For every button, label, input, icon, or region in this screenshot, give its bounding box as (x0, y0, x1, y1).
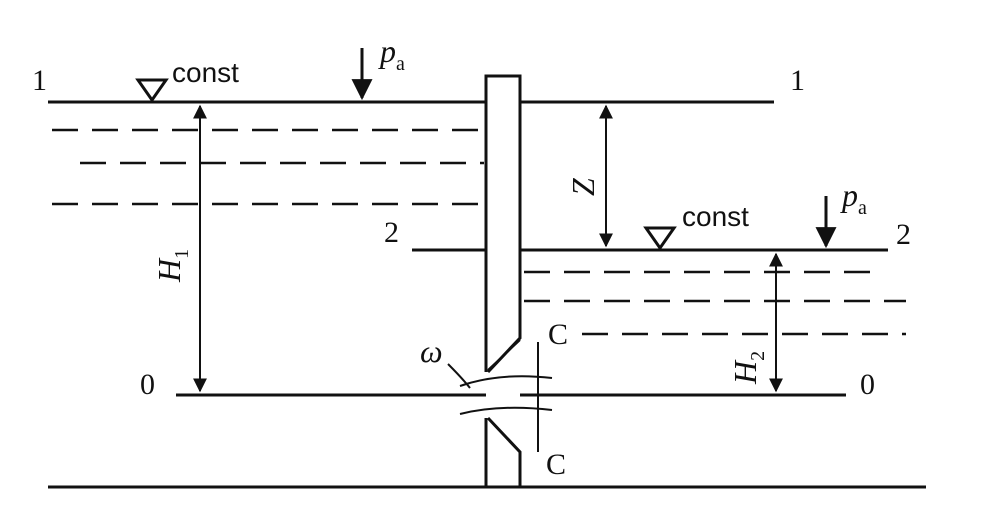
level-0-left: 0 (140, 368, 155, 401)
h1-label: H1 (151, 249, 193, 283)
left-free-surface-icon (135, 78, 169, 103)
z-label: Z (565, 177, 601, 196)
level-2-right: 2 (896, 218, 911, 251)
level-1-left: 1 (32, 64, 47, 97)
right-free-surface-icon (643, 226, 677, 251)
level-2-left: 2 (384, 216, 399, 249)
left-pa-label: pa (378, 33, 405, 75)
right-const-label: const (682, 201, 749, 232)
orifice-jet-bottom (459, 406, 553, 415)
level-0-right: 0 (860, 368, 875, 401)
omega-leader (447, 363, 471, 389)
h2-label: H2 (727, 351, 769, 385)
partition-wall-lower (484, 416, 522, 489)
level-1-right: 1 (790, 64, 805, 97)
orifice-jet-top (459, 375, 553, 387)
left-const-label: const (172, 57, 239, 88)
section-c-top: C (548, 318, 568, 351)
omega-label: ω (420, 333, 443, 369)
partition-wall-upper (484, 74, 522, 374)
section-c-bottom: C (546, 448, 566, 481)
right-pa-label: pa (840, 177, 867, 219)
wall-slant-top (487, 339, 521, 371)
